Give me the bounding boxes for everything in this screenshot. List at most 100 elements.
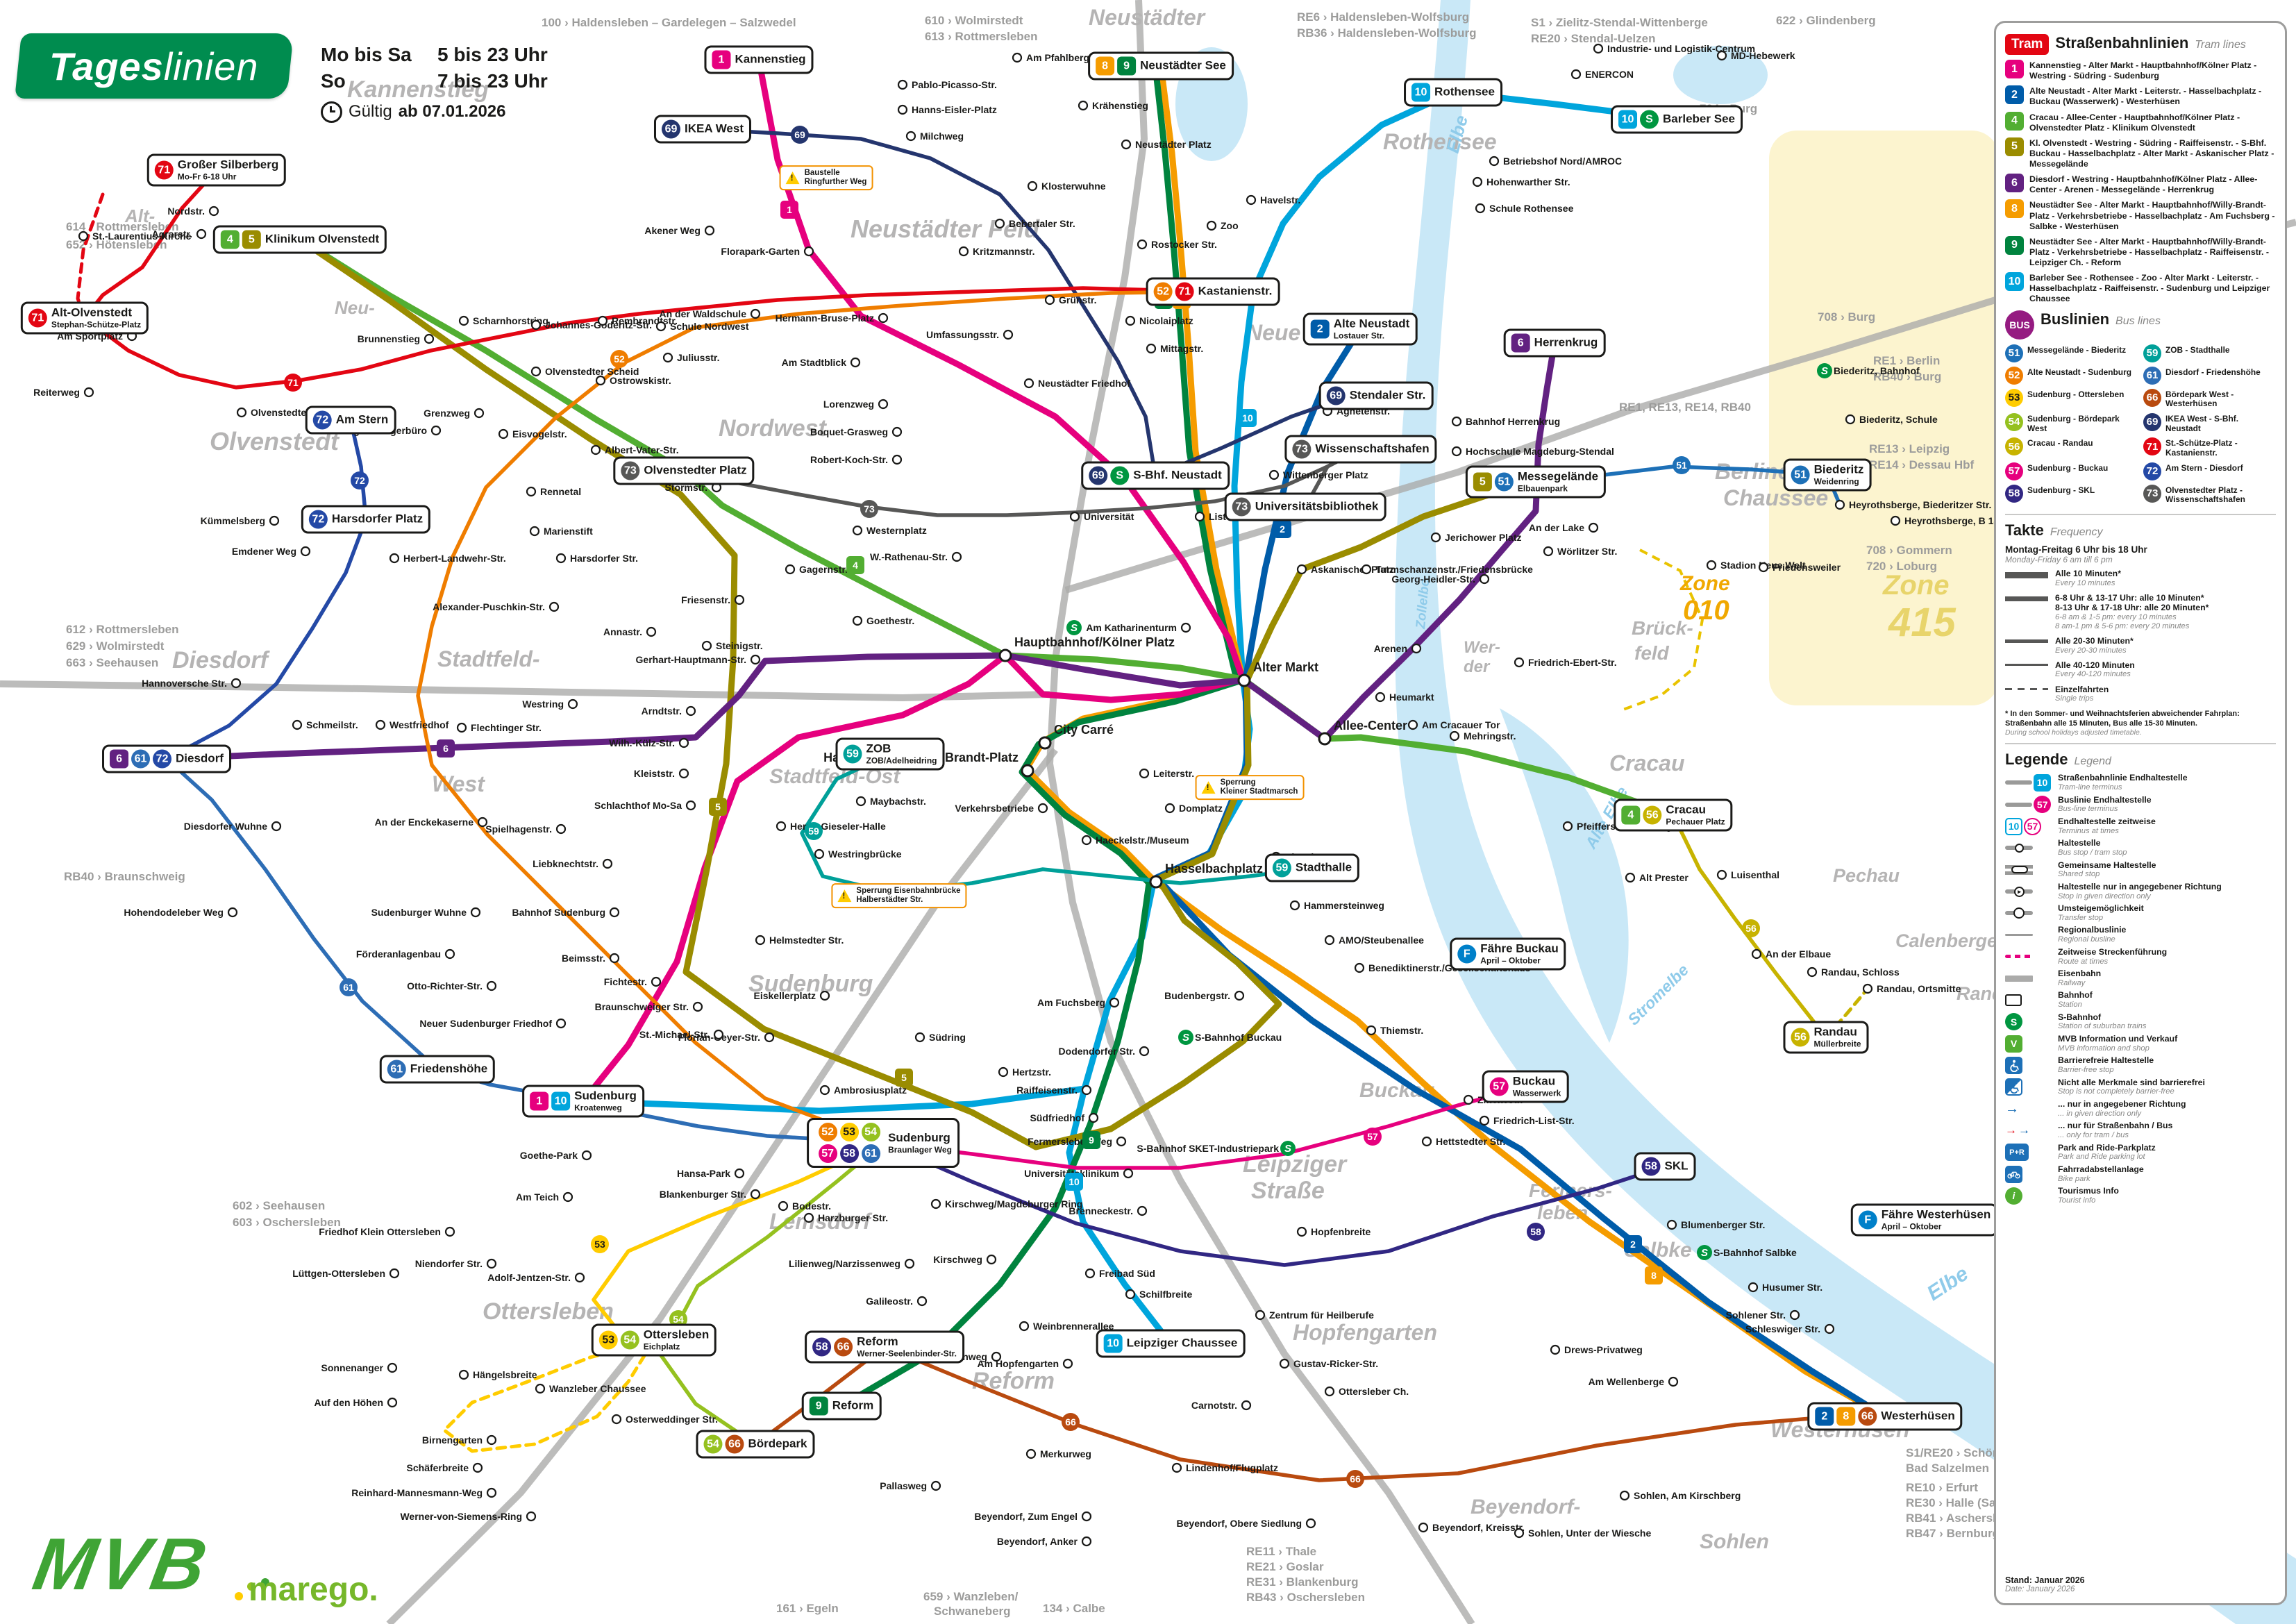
svg-text:Nordwest: Nordwest [719,415,828,442]
svg-text:Kirschweg: Kirschweg [933,1254,982,1265]
svg-text:Flechtinger Str.: Flechtinger Str. [471,722,542,733]
svg-text:Hauptbahnhof/Kölner Platz: Hauptbahnhof/Kölner Platz [1014,635,1175,649]
line-badge-66: 66 [2143,388,2161,407]
frequency-bar-sample [2005,663,2048,666]
svg-text:Stadtfeld-Ost: Stadtfeld-Ost [769,765,901,788]
transfer-icon [2005,907,2051,919]
frequency-label-en: Every 40-120 minutes [2055,670,2131,679]
frequency-bar-sample [2005,687,2048,690]
svg-text:161 › Egeln: 161 › Egeln [776,1602,839,1615]
legend-label-de: Straßenbahnlinie Endhaltestelle [2058,773,2188,783]
svg-text:Calenberge: Calenberge [1895,930,1997,951]
svg-text:Gagernstr.: Gagernstr. [799,564,848,575]
svg-text:Drews-Privatweg: Drews-Privatweg [1564,1344,1643,1355]
svg-text:9: 9 [1089,1135,1094,1146]
legend-label-en: Shared stop [2058,870,2100,879]
time-label: Mo bis Sa [321,44,412,65]
svg-text:Zentrum für Heilberufe: Zentrum für Heilberufe [1269,1309,1374,1321]
legend-label-de: Bahnhof [2058,990,2093,1001]
svg-text:51: 51 [1676,460,1687,471]
svg-text:Grünstr.: Grünstr. [1059,294,1096,305]
svg-text:69: 69 [794,129,805,140]
partial-barrier-icon [2005,1078,2051,1096]
svg-text:Luisenthal: Luisenthal [1731,869,1779,880]
svg-text:Johannes-Göderitz-Str.: Johannes-Göderitz-Str. [545,319,652,330]
svg-text:Hertzstr.: Hertzstr. [1012,1066,1051,1078]
legend-label-en: Tourist info [2058,1196,2096,1205]
svg-text:Biederitz, Bahnhof: Biederitz, Bahnhof [1834,365,1920,376]
svg-text:Kümmelsberg: Kümmelsberg [201,515,265,526]
svg-text:5: 5 [901,1072,907,1083]
svg-text:Reform: Reform [972,1368,1055,1394]
title-ribbon: Tageslinien [15,33,294,99]
svg-text:Reinhard-Mannesmann-Weg: Reinhard-Mannesmann-Weg [351,1487,483,1498]
svg-text:Westringbrücke: Westringbrücke [828,848,902,860]
svg-text:Stadtfeld-: Stadtfeld- [437,646,540,671]
valid-date: ab 07.01.2026 [398,102,506,122]
bus-line-description: Sudenburg - Bördepark West [2027,413,2120,433]
svg-text:RB43 › Oschersleben: RB43 › Oschersleben [1246,1591,1365,1604]
svg-text:Brenneckestr.: Brenneckestr. [1069,1205,1133,1216]
svg-text:Adolf-Jentzen-Str.: Adolf-Jentzen-Str. [487,1272,571,1283]
svg-text:Juliusstr.: Juliusstr. [677,352,719,363]
svg-text:AOK: AOK [1123,469,1145,480]
svg-text:Diesdorfer Wuhne: Diesdorfer Wuhne [184,821,268,832]
valid-label: Gültig [349,102,392,122]
svg-text:Kannenstieg: Kannenstieg [347,76,489,103]
svg-text:Friedensweiler: Friedensweiler [1773,562,1841,573]
svg-text:Alexander-Puschkin-Str.: Alexander-Puschkin-Str. [433,601,545,612]
svg-text:Förderanlagenbau: Förderanlagenbau [356,948,441,960]
legend-label-de: Regionalbuslinie [2058,925,2127,935]
time-value: 5 bis 23 Uhr [437,44,548,65]
svg-text:Georg-Heidler-Str.: Georg-Heidler-Str. [1391,574,1475,585]
title-bold: Tages [49,44,164,88]
svg-text:Goethestr.: Goethestr. [866,615,914,626]
svg-text:708 › Gommern: 708 › Gommern [1866,544,1952,557]
svg-text:Kritzmannstr.: Kritzmannstr. [973,246,1034,257]
svg-text:Bahnhof Herrenkrug: Bahnhof Herrenkrug [1466,416,1560,427]
bus-line-description: Sudenburg - Buckau [2027,462,2109,473]
frequency-label-en: Every 10 minutes [2055,578,2115,587]
svg-text:Am Katharinenturm: Am Katharinenturm [1086,622,1177,633]
frequency-note-en: During school holidays adjusted timetabl… [2005,728,2142,737]
svg-text:Schwaneberg: Schwaneberg [934,1605,1011,1618]
station-icon [2005,994,2051,1007]
svg-text:66: 66 [1065,1416,1076,1428]
svg-text:Am Fuchsberg: Am Fuchsberg [1037,997,1105,1008]
svg-text:Neustädter Friedhof: Neustädter Friedhof [1038,378,1130,389]
validity-note: Gültig ab 07.01.2026 [321,101,548,123]
svg-text:Bebertaler Str.: Bebertaler Str. [1009,218,1075,229]
legend-label-en: Stop in given direction only [2058,891,2151,901]
svg-text:603 › Oschersleben: 603 › Oschersleben [233,1216,341,1229]
tram-line-description: Diesdorf - Westring - Hauptbahnhof/Kölne… [2029,174,2258,195]
svg-text:RE1 › Berlin: RE1 › Berlin [1873,354,1940,367]
svg-text:2: 2 [1630,1239,1636,1250]
line-badge-53: 53 [2005,388,2023,407]
stop-icon [2005,843,2051,853]
svg-text:Westfriedhof: Westfriedhof [389,719,449,730]
svg-text:Beyendorf, Kreisstr.: Beyendorf, Kreisstr. [1432,1522,1525,1533]
svg-text:Pechau: Pechau [1833,865,1900,886]
frequency-label-de: Alle 10 Minuten* [2055,569,2121,578]
svg-text:Braunschweiger Str.: Braunschweiger Str. [595,1001,689,1012]
svg-text:feld: feld [1634,642,1670,664]
frequency-label-de: Alle 20-30 Minuten* [2055,636,2134,646]
tram-line-description: Alte Neustadt - Alter Markt - Leiterstr.… [2029,86,2262,107]
svg-text:Beyendorf-: Beyendorf- [1470,1496,1580,1518]
svg-text:Hohenwarther Str.: Hohenwarther Str. [1486,176,1570,187]
svg-text:Thiemstr.: Thiemstr. [1380,1025,1423,1036]
tram-line-description: Cracau - Allee-Center - Hauptbahnhof/Köl… [2029,112,2240,133]
